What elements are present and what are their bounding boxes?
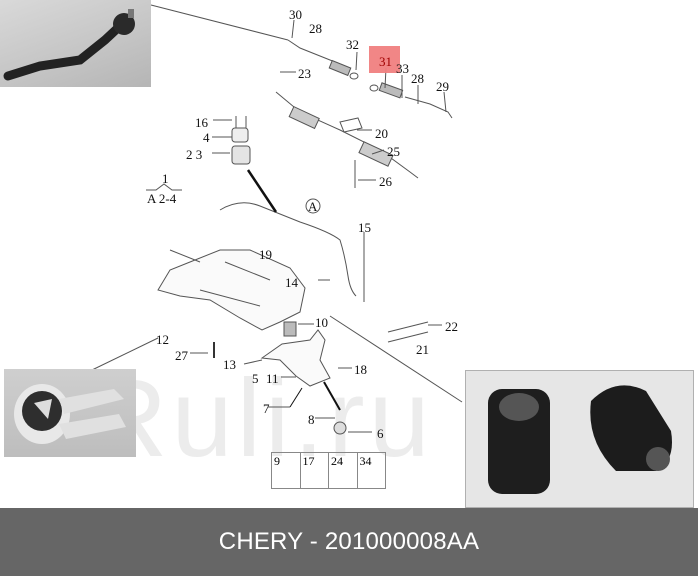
hardware-cell-34[interactable]: 34 [359, 454, 372, 468]
callout-25[interactable]: 25 [387, 144, 400, 159]
callout-6[interactable]: 6 [377, 426, 384, 441]
callout-1[interactable]: 1 [162, 171, 169, 186]
callout-18[interactable]: 18 [354, 362, 367, 377]
callout-26[interactable]: 26 [379, 174, 392, 189]
callout-33[interactable]: 33 [396, 61, 409, 76]
callout-2-3[interactable]: 2 3 [186, 147, 203, 162]
callout-5[interactable]: 5 [252, 371, 259, 386]
callout-19[interactable]: 19 [259, 247, 272, 262]
highlighted-callout-box [369, 46, 400, 73]
parts-diagram: Ruli.ru [0, 0, 694, 508]
hardware-grid: 9 17 24 34 [271, 452, 386, 489]
callout-30[interactable]: 30 [289, 7, 302, 22]
hardware-cell-24[interactable]: 24 [329, 453, 358, 488]
callout-21[interactable]: 21 [416, 342, 429, 357]
callout-23[interactable]: 23 [298, 66, 311, 81]
callout-31-highlighted[interactable]: 31 [379, 54, 392, 69]
diagram-line-art [91, 4, 463, 435]
callout-8[interactable]: 8 [308, 412, 315, 427]
tie-rod-end-photo [0, 0, 151, 87]
callout-20[interactable]: 20 [375, 126, 388, 141]
callout-7[interactable]: 7 [263, 401, 270, 416]
part-footer-bar: CHERY - 201000008AA [0, 508, 698, 576]
callout-14[interactable]: 14 [285, 275, 298, 290]
callout-13[interactable]: 13 [223, 357, 236, 372]
engine-mount-photo [4, 369, 136, 457]
callout-27[interactable]: 27 [175, 348, 188, 363]
callout-28[interactable]: 28 [309, 21, 322, 36]
callout-28b[interactable]: 28 [411, 71, 424, 86]
hardware-cell-17[interactable]: 17 [301, 453, 329, 488]
callout-29[interactable]: 29 [436, 79, 449, 94]
callout-22[interactable]: 22 [445, 319, 458, 334]
callout-15[interactable]: 15 [358, 220, 371, 235]
callout-a-2-4[interactable]: A 2-4 [147, 191, 177, 206]
callout-10[interactable]: 10 [315, 315, 328, 330]
callout-16[interactable]: 16 [195, 115, 208, 130]
callout-4[interactable]: 4 [203, 130, 210, 145]
callout-32[interactable]: 32 [346, 37, 359, 52]
callout-11[interactable]: 11 [266, 371, 279, 386]
callout-12[interactable]: 12 [156, 332, 169, 347]
part-number-label: CHERY - 201000008AA [218, 528, 480, 555]
hardware-cell-9[interactable]: 9 [272, 453, 301, 488]
callout-a-marker: A [308, 199, 318, 214]
control-arm-bushing-photo [465, 370, 694, 508]
